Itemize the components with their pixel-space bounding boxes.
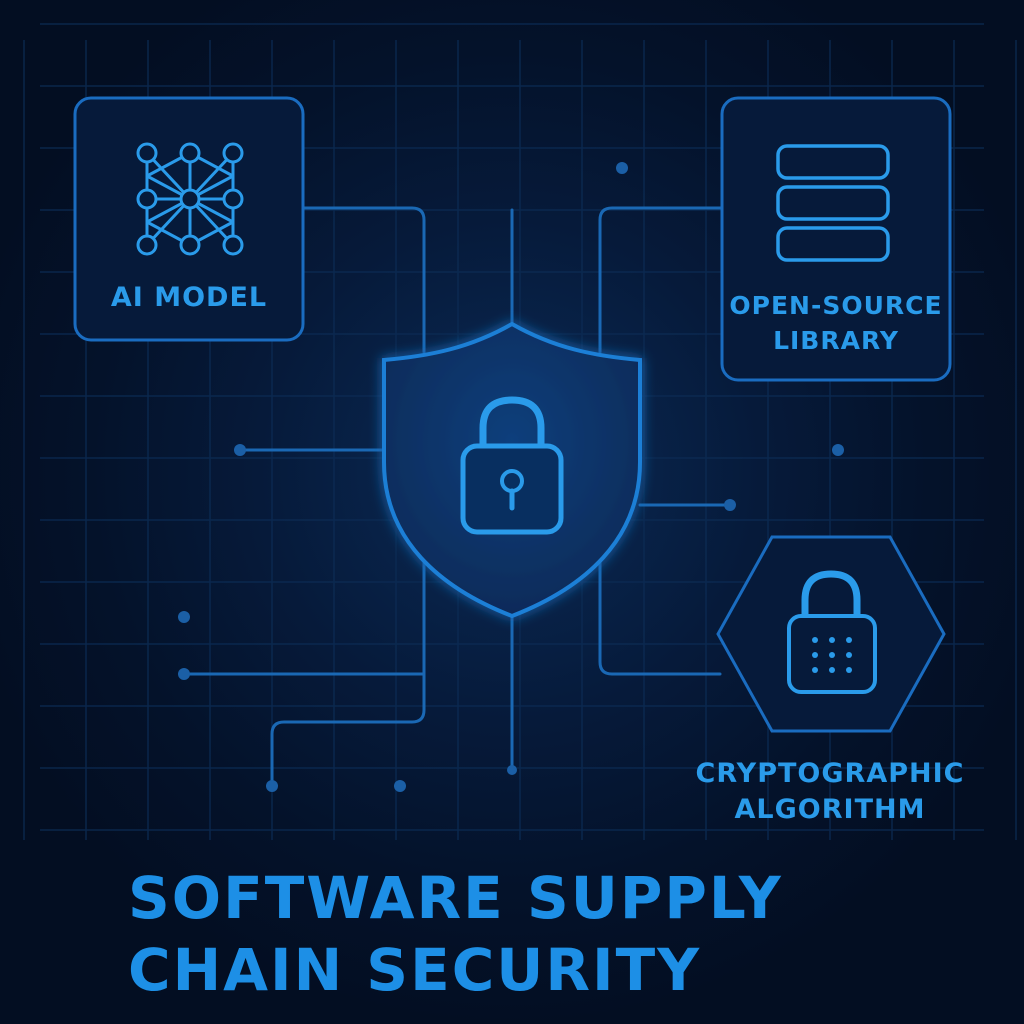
crypto-label-line1: CRYPTOGRAPHIC — [695, 758, 965, 789]
library-label-line2: LIBRARY — [773, 326, 899, 355]
title-line1: SOFTWARE SUPPLY — [128, 864, 783, 932]
ai-model-node — [73, 96, 305, 342]
connector-left-bottom — [270, 558, 426, 788]
crypto-label-line2: ALGORITHM — [734, 794, 926, 825]
connector-ai-to-shield — [301, 206, 426, 354]
connector-dots — [178, 162, 844, 792]
ai-model-label: AI MODEL — [110, 282, 268, 313]
connector-library-to-shield — [598, 206, 724, 354]
shield-lock-icon — [382, 321, 642, 619]
connector-lines — [182, 206, 732, 788]
crypto-label: CRYPTOGRAPHIC ALGORITHM — [680, 756, 980, 828]
title-line2: CHAIN SECURITY — [128, 936, 702, 1004]
connector-right-crypto — [598, 558, 722, 676]
library-label-line1: OPEN-SOURCE — [729, 291, 943, 320]
lock-shackle-icon — [479, 396, 545, 452]
library-label: OPEN-SOURCE LIBRARY — [722, 288, 950, 358]
database-stack-icon — [776, 144, 890, 262]
page-title: SOFTWARE SUPPLY CHAIN SECURITY — [128, 862, 783, 1006]
keypad-lock-icon — [787, 570, 877, 694]
crypto-node — [716, 535, 946, 733]
library-node — [720, 96, 952, 382]
neural-network-icon — [136, 142, 244, 256]
